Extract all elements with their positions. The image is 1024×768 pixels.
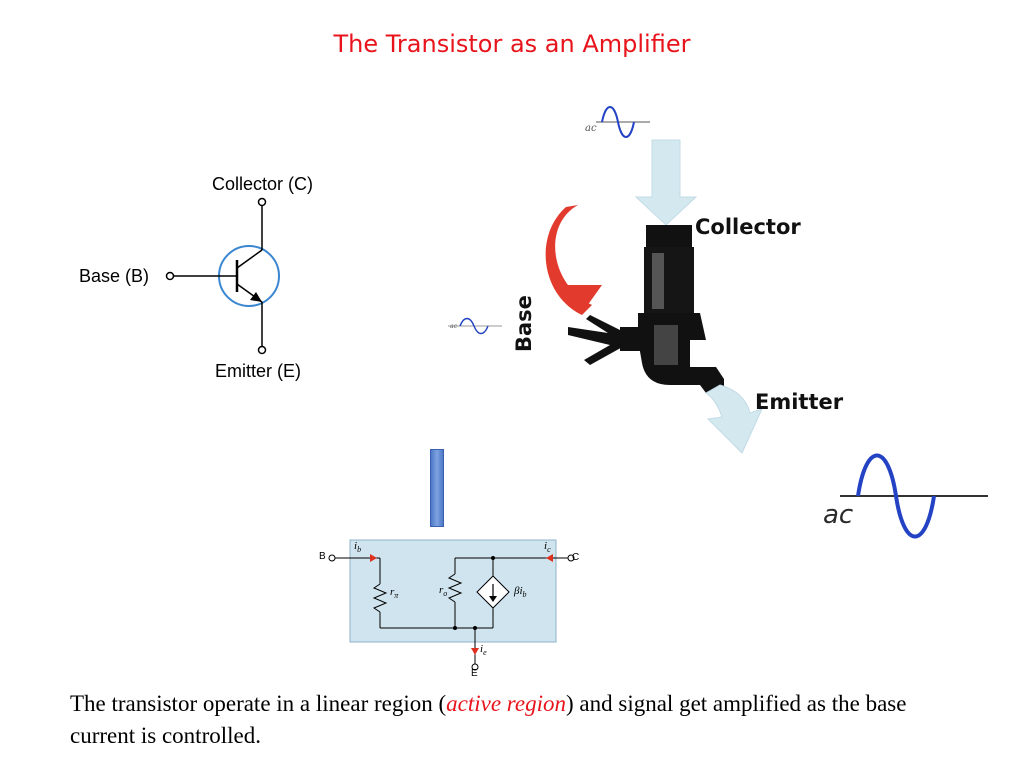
circuit-box — [349, 539, 557, 643]
faucet-collector-label: Collector — [695, 215, 801, 239]
node-c-label: C — [572, 552, 580, 563]
water-out-arrow — [705, 384, 763, 454]
signal-bar — [430, 449, 444, 527]
ib-label: ib — [354, 540, 362, 555]
ie-arrow — [471, 648, 479, 655]
circuit-graphic — [328, 539, 575, 671]
dependent-source-label: βib — [514, 585, 527, 600]
faucet-emitter-label: Emitter — [755, 390, 844, 414]
page-title: The Transistor as an Amplifier — [333, 30, 691, 58]
caption: The transistor operate in a linear regio… — [70, 691, 907, 748]
ac-wave-base-icon — [448, 317, 502, 335]
emitter-arrow — [250, 292, 262, 302]
r-pi-label: rπ — [390, 586, 399, 601]
r-o-label: ro — [439, 584, 448, 599]
ac-label-top: ac — [585, 123, 597, 134]
collector-label: Collector (C) — [212, 174, 314, 194]
node-c-terminal — [567, 554, 575, 562]
faucet-base-label: Base — [512, 295, 536, 352]
ib-arrow — [370, 554, 377, 562]
base-label: Base (B) — [79, 266, 150, 286]
base-terminal — [165, 271, 175, 281]
ie-label: ie — [480, 643, 487, 658]
collector-terminal — [257, 197, 267, 207]
ic-arrow — [546, 554, 553, 562]
ac-label-large: ac — [823, 500, 854, 530]
faucet-graphic — [545, 139, 763, 454]
r-pi-resistor — [372, 583, 388, 613]
ac-wave-output-icon — [840, 453, 988, 539]
npn-symbol-graphic — [165, 197, 280, 355]
node-b-label: B — [319, 551, 326, 562]
node-b-terminal — [328, 554, 336, 562]
emitter-label: Emitter (E) — [215, 361, 302, 381]
turn-arrow-head — [562, 285, 602, 313]
node-e-label: E — [471, 668, 478, 679]
r-o-resistor — [447, 573, 463, 603]
ac-label-left: ac — [450, 323, 457, 330]
water-in-arrow — [634, 139, 698, 226]
ac-wave-input-icon — [596, 106, 650, 138]
ic-label: ic — [544, 540, 551, 555]
node-e-terminal — [471, 663, 479, 671]
active-region-emphasis: active region — [446, 691, 567, 716]
emitter-terminal — [257, 345, 267, 355]
